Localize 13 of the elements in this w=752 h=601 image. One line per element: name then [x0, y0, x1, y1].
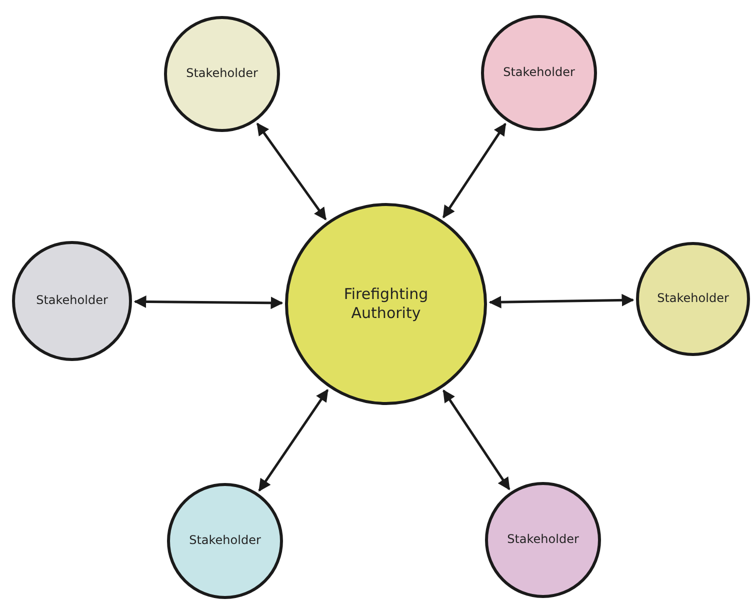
- node-label: Stakeholder: [189, 533, 261, 549]
- node-label: Stakeholder: [507, 532, 579, 548]
- double-arrow: [256, 122, 327, 220]
- node-label: Stakeholder: [503, 65, 575, 81]
- double-arrow: [442, 122, 506, 218]
- double-arrow: [134, 295, 284, 310]
- double-arrow: [488, 294, 634, 308]
- node-label: Firefighting Authority: [342, 284, 430, 324]
- double-arrow: [442, 390, 510, 490]
- node-label: Stakeholder: [657, 291, 729, 307]
- node-label: Stakeholder: [36, 293, 108, 309]
- node-label: Stakeholder: [186, 66, 258, 82]
- double-arrow: [258, 389, 329, 492]
